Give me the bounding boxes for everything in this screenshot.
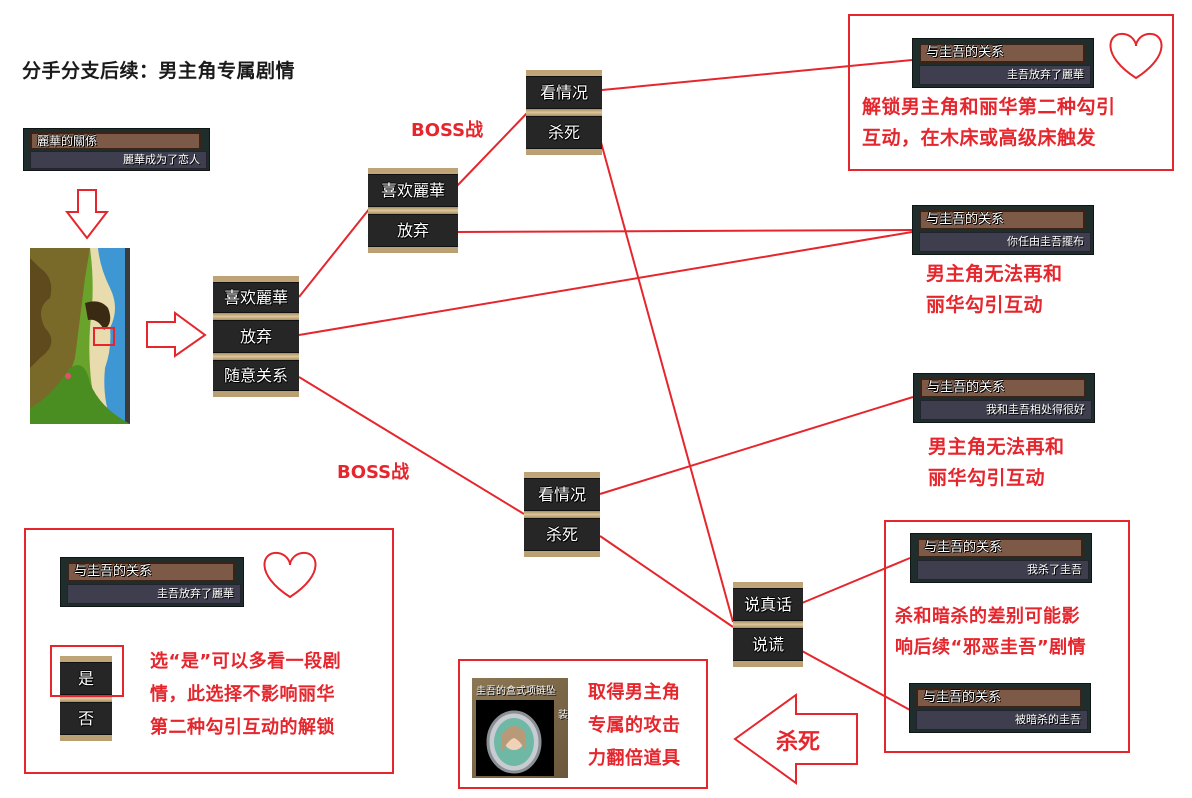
option-yes[interactable]: 是 <box>60 662 112 695</box>
option-kill[interactable]: 杀死 <box>526 116 602 149</box>
item-note: 取得男主角 专属的攻击 力翻倍道具 <box>588 682 681 769</box>
keigo-relation-panel: 与圭吾的关系 圭吾放弃了麗華 <box>912 38 1094 88</box>
panel-header: 与圭吾的关系 <box>919 210 1085 230</box>
panel-value: 圭吾放弃了麗華 <box>919 65 1091 85</box>
outcome-note: 男主角无法再和 丽华勾引互动 <box>928 436 1065 489</box>
yes-no-note: 选“是”可以多看一段剧 情，此选择不影响丽华 第二种勾引互动的解锁 <box>150 651 342 738</box>
item-reward-box <box>458 659 708 789</box>
locket-image <box>476 700 554 776</box>
choice-menu-boss-top: 看情况 杀死 <box>526 70 602 155</box>
option-lie[interactable]: 说谎 <box>733 628 803 661</box>
choice-menu-yes-no: 是 否 <box>60 656 112 741</box>
option-kill[interactable]: 杀死 <box>524 518 600 551</box>
panel-header: 与圭吾的关系 <box>920 378 1086 398</box>
yes-no-box <box>24 528 394 774</box>
keigo-relation-panel: 与圭吾的关系 你任由圭吾擺布 <box>912 205 1094 255</box>
panel-value: 被暗杀的圭吾 <box>916 710 1088 730</box>
lihua-relation-panel: 麗華的關係 麗華成为了恋人 <box>23 128 210 171</box>
option-tell-truth[interactable]: 说真话 <box>733 588 803 621</box>
panel-header: 与圭吾的关系 <box>919 43 1085 63</box>
panel-value: 麗華成为了恋人 <box>30 151 207 169</box>
panel-value: 我杀了圭吾 <box>917 560 1089 580</box>
keigo-relation-panel: 与圭吾的关系 圭吾放弃了麗華 <box>60 557 244 607</box>
outcome-box-kill <box>884 520 1130 753</box>
locket-item-card: 圭吾的盒式项链坠 装 <box>472 678 568 778</box>
outcome-box-unlock <box>848 14 1174 171</box>
page-title: 分手分支后续：男主角专属剧情 <box>22 60 296 82</box>
keigo-relation-panel: 与圭吾的关系 被暗杀的圭吾 <box>909 683 1091 733</box>
panel-value: 你任由圭吾擺布 <box>919 232 1091 252</box>
option-watch[interactable]: 看情况 <box>526 76 602 109</box>
panel-header: 与圭吾的关系 <box>917 538 1083 558</box>
choice-menu-like-branch: 喜欢麗華 放弃 <box>368 168 458 253</box>
kill-note: 杀和暗杀的差别可能影 响后续“邪恶圭吾”剧情 <box>895 606 1087 658</box>
option-like-lihua[interactable]: 喜欢麗華 <box>368 174 458 207</box>
outcome-note: 解锁男主角和丽华第二种勾引 互动，在木床或高级床触发 <box>862 96 1116 149</box>
panel-header: 与圭吾的关系 <box>67 562 235 582</box>
boss-battle-label: BOSS战 <box>411 120 484 141</box>
yes-highlight <box>50 645 124 697</box>
world-map-thumbnail <box>30 248 130 424</box>
choice-menu-first: 喜欢麗華 放弃 随意关系 <box>213 276 299 397</box>
panel-value: 我和圭吾相处得很好 <box>920 400 1092 420</box>
item-title: 圭吾的盒式项链坠 <box>476 686 556 697</box>
down-arrow-icon <box>64 189 110 240</box>
keigo-relation-panel: 与圭吾的关系 我和圭吾相处得很好 <box>913 373 1095 423</box>
option-casual-relation[interactable]: 随意关系 <box>213 360 299 391</box>
option-no[interactable]: 否 <box>60 702 112 735</box>
kill-arrow-label: 杀死 <box>776 730 821 755</box>
choice-menu-boss-bottom: 看情况 杀死 <box>524 472 600 557</box>
outcome-note: 男主角无法再和 丽华勾引互动 <box>926 263 1063 316</box>
choice-menu-truth: 说真话 说谎 <box>733 582 803 667</box>
option-give-up[interactable]: 放弃 <box>368 214 458 247</box>
panel-header: 麗華的關係 <box>30 132 201 150</box>
option-like-lihua[interactable]: 喜欢麗華 <box>213 282 299 313</box>
boss-battle-label: BOSS战 <box>337 462 410 483</box>
keigo-relation-panel: 与圭吾的关系 我杀了圭吾 <box>910 533 1092 583</box>
right-arrow-icon <box>146 311 207 358</box>
option-watch[interactable]: 看情况 <box>524 478 600 511</box>
panel-header: 与圭吾的关系 <box>916 688 1082 708</box>
option-give-up[interactable]: 放弃 <box>213 320 299 353</box>
panel-value: 圭吾放弃了麗華 <box>67 584 241 604</box>
